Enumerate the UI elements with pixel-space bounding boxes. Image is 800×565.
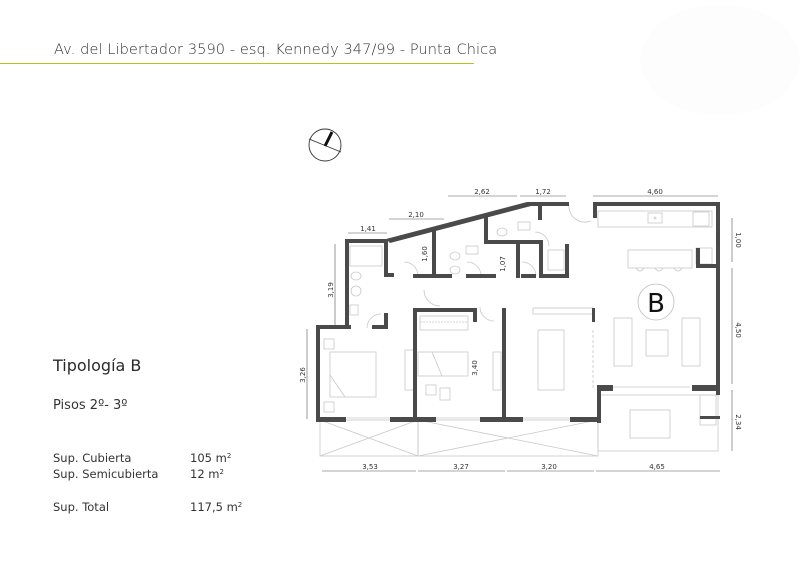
area-value: 105 m2: [190, 451, 232, 465]
dimension-lines: [306, 195, 733, 472]
dim-top-2: 1,72: [535, 188, 551, 196]
dim-upper-1: 2,10: [408, 211, 424, 219]
dim-left-1: 3,19: [327, 282, 335, 298]
unit-floors: Pisos 2º- 3º: [53, 398, 128, 413]
area-label: Sup. Cubierta: [53, 451, 132, 465]
area-row-total: Sup. Total 117,5 m2: [53, 500, 283, 514]
walls: [316, 202, 720, 423]
dim-top-3: 4,60: [647, 188, 663, 196]
dim-right-3: 2,34: [734, 414, 742, 430]
decorative-corner: [640, 5, 800, 115]
area-label: Sup. Semicubierta: [53, 467, 159, 481]
area-value: 117,5 m2: [190, 500, 243, 514]
dim-int-2: 1,07: [499, 256, 507, 272]
dim-top-1: 2,62: [474, 188, 490, 196]
dim-bottom-1: 3,53: [362, 463, 378, 471]
dim-right-2: 4,50: [734, 322, 742, 338]
dim-int-3: 3,40: [471, 360, 479, 376]
dim-bottom-2: 3,27: [453, 463, 469, 471]
address-title: Av. del Libertador 3590 - esq. Kennedy 3…: [54, 42, 498, 58]
north-arrow-icon: [308, 128, 342, 162]
unit-plan-label: B: [647, 289, 665, 319]
dim-upper-2: 1,41: [360, 225, 376, 233]
unit-title: Tipología B: [53, 356, 142, 375]
dim-right-1: 1,00: [734, 232, 742, 248]
area-row-cubierta: Sup. Cubierta 105 m2: [53, 451, 283, 465]
unit-label-circle: [637, 283, 675, 321]
dim-left-2: 3,26: [299, 367, 307, 383]
dim-bottom-4: 4,65: [649, 463, 665, 471]
area-value: 12 m2: [190, 467, 224, 481]
area-row-semicubierta: Sup. Semicubierta 12 m2: [53, 467, 283, 481]
dim-int-1: 1,60: [421, 246, 429, 262]
header-rule: [0, 63, 474, 64]
area-label: Sup. Total: [53, 500, 110, 514]
dimension-labels: 2,62 1,72 4,60 2,10 1,41 1,60 1,07 3,40 …: [299, 188, 742, 471]
dim-bottom-3: 3,20: [541, 463, 557, 471]
